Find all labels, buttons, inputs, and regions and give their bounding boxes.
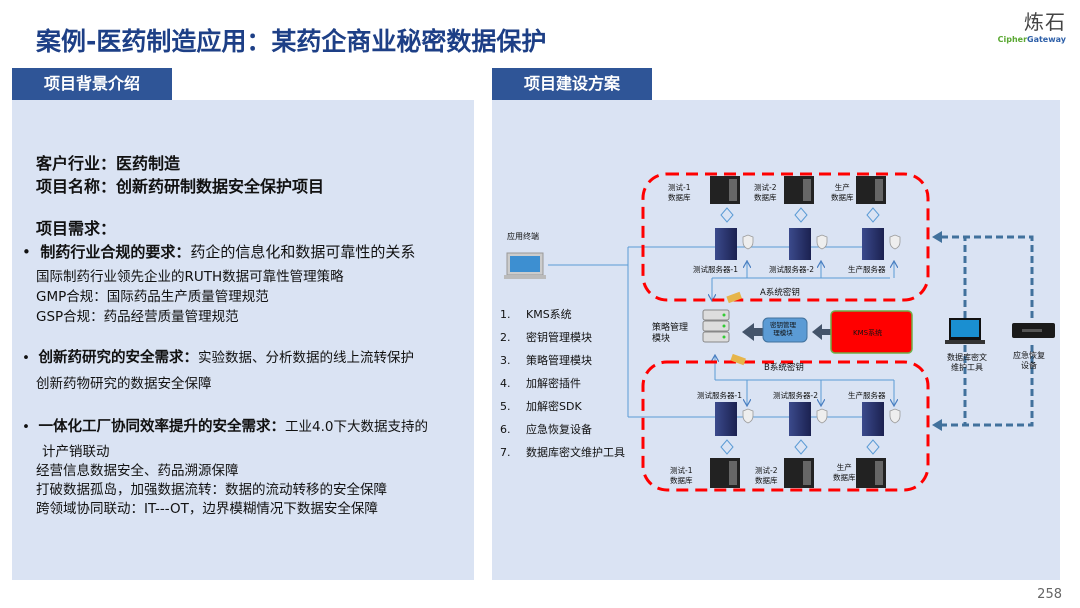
recovery-device-icon <box>1012 323 1055 338</box>
page-number: 258 <box>1037 587 1062 602</box>
bullet-head: 制药行业合规的要求： <box>40 243 191 261</box>
kms-label: KMS系统 <box>853 329 883 337</box>
key-management-label: 密钥管理 理模块 <box>770 321 796 337</box>
sync-arrows <box>720 207 880 455</box>
server-icons <box>715 228 884 436</box>
component-item: 3. 策略管理模块 <box>500 352 592 368</box>
industry: 客户行业：医药制造 <box>36 154 181 173</box>
sub-item: 计产销联动 <box>42 444 110 460</box>
item-text: 数据库密文维护工具 <box>526 446 625 459</box>
background-panel: 客户行业：医药制造 项目名称：创新药研制数据安全保护项目 项目需求： • 制药行… <box>12 100 474 580</box>
laptop-icon <box>945 318 985 344</box>
server-label: 生产服务器 <box>848 265 886 274</box>
project-name: 项目名称：创新药研制数据安全保护项目 <box>36 177 325 196</box>
sub-item: GMP合规：国际药品生产质量管理规范 <box>36 289 269 305</box>
db-label: 测试-2 数据库 <box>755 466 778 485</box>
logo: 炼石 CipherGateway <box>998 6 1066 44</box>
bullet-text: 药企的信息化和数据可靠性的关系 <box>190 243 416 261</box>
component-item: 1. KMS系统 <box>500 306 572 322</box>
connector-lines <box>548 246 894 418</box>
item-number: 2. <box>500 331 511 344</box>
bullet-text: 工业4.0下大数据支持的 <box>285 419 429 435</box>
arrow-icon <box>932 231 942 243</box>
bullet-1: • 制药行业合规的要求：药企的信息化和数据可靠性的关系 <box>22 243 416 261</box>
arrow-icon <box>932 419 942 431</box>
item-text: 应急恢复设备 <box>526 423 592 436</box>
component-item: 2. 密钥管理模块 <box>500 329 592 345</box>
sub-item: 经营信息数据安全、药品溯源保障 <box>36 463 239 479</box>
component-item: 5. 加解密SDK <box>500 398 582 414</box>
item-text: 策略管理模块 <box>526 354 592 367</box>
db-label: 测试-1 数据库 <box>668 183 691 202</box>
sub-item: 打破数据孤岛，加强数据流转：数据的流动转移的安全保障 <box>36 482 387 498</box>
b-system-key-label: B系统密钥 <box>764 363 804 373</box>
server-label: 测试服务器-1 <box>697 391 742 400</box>
page-title: 案例-医药制造应用：某药企商业秘密数据保护 <box>36 27 547 56</box>
item-number: 7. <box>500 446 511 459</box>
kms-box <box>830 310 913 354</box>
item-number: 6. <box>500 423 511 436</box>
tab-solution: 项目建设方案 <box>492 68 652 100</box>
logo-cn: 炼石 <box>1024 10 1066 34</box>
sub-item: 创新药物研究的数据安全保障 <box>36 376 212 392</box>
terminal-label: 应用终端 <box>507 232 539 241</box>
sub-item: 跨领域协同联动：IT---OT，边界模糊情况下数据安全保障 <box>36 501 378 517</box>
server-label: 测试服务器-2 <box>773 391 818 400</box>
db-label: 测试-1 数据库 <box>670 466 693 485</box>
a-system-key-label: A系统密钥 <box>760 288 800 298</box>
tab-background: 项目背景介绍 <box>12 68 172 100</box>
db-label: 生产 数据库 <box>831 183 854 202</box>
requirements-title: 项目需求： <box>36 219 117 238</box>
bullet-3: • 一体化工厂协同效率提升的安全需求：工业4.0下大数据支持的 <box>22 419 429 435</box>
component-item: 7. 数据库密文维护工具 <box>500 444 625 460</box>
maintenance-links <box>940 235 1034 427</box>
shield-lock-icons <box>742 234 901 424</box>
item-text: 密钥管理模块 <box>526 331 592 344</box>
arrow-icon <box>812 324 832 340</box>
bullet-head: 一体化工厂协同效率提升的安全需求： <box>38 419 286 435</box>
terminal-icon <box>504 252 546 279</box>
bullet-head: 创新药研究的安全需求： <box>38 350 199 366</box>
logo-en-a: Cipher <box>997 35 1028 44</box>
item-number: 1. <box>500 308 511 321</box>
component-item: 4. 加解密插件 <box>500 375 581 391</box>
sub-item: 国际制药行业领先企业的RUTH数据可靠性管理策略 <box>36 269 344 285</box>
sub-item: GSP合规：药品经营质量管理规范 <box>36 309 239 325</box>
item-text: 加解密插件 <box>526 377 581 390</box>
policy-module-label: 策略管理 模块 <box>652 323 689 344</box>
zone-a <box>641 172 930 302</box>
logo-en-b: Gateway <box>1027 35 1066 44</box>
item-text: KMS系统 <box>526 308 572 321</box>
item-number: 4. <box>500 377 511 390</box>
item-text: 加解密SDK <box>526 400 582 413</box>
component-item: 6. 应急恢复设备 <box>500 421 592 437</box>
item-number: 5. <box>500 400 511 413</box>
maintenance-tool-label: 数据库密文 维护工具 <box>947 353 987 372</box>
item-number: 3. <box>500 354 511 367</box>
recovery-device-label: 应急恢复 设备 <box>1013 351 1045 370</box>
bullet-2: • 创新药研究的安全需求：实验数据、分析数据的线上流转保护 <box>22 350 415 366</box>
policy-server-icon <box>702 309 730 343</box>
zone-b <box>641 360 930 492</box>
db-label: 测试-2 数据库 <box>754 183 777 202</box>
database-icons <box>710 176 886 488</box>
key-icons <box>726 291 746 366</box>
server-label: 测试服务器-1 <box>693 265 738 274</box>
key-management-box <box>762 317 808 343</box>
bullet-text: 实验数据、分析数据的线上流转保护 <box>198 350 415 366</box>
arrow-icon <box>742 323 770 341</box>
server-label: 测试服务器-2 <box>769 265 814 274</box>
db-label: 生产 数据库 <box>833 463 856 482</box>
server-label: 生产服务器 <box>848 391 886 400</box>
